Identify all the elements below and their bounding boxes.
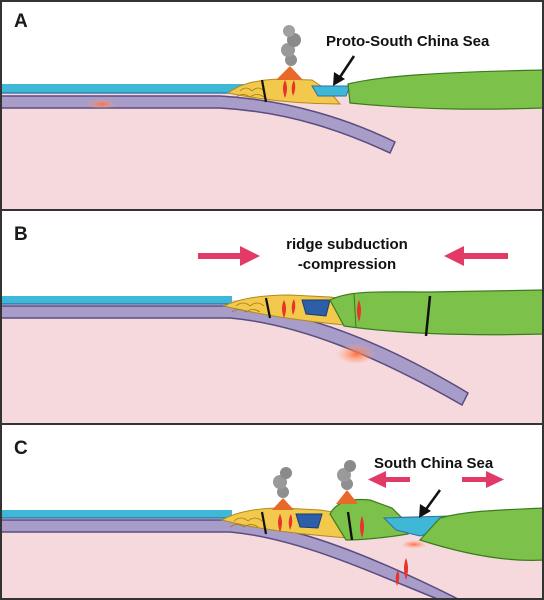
panel-b-continent — [329, 289, 544, 336]
panel-b-annotation-line-1: ridge subduction — [286, 236, 408, 253]
panel-c-basin-fill — [295, 513, 323, 529]
panel-c-fault-1 — [260, 511, 268, 535]
panel-b-fault-1 — [264, 297, 272, 319]
panel-a-annotation: Proto-South China Sea — [326, 33, 490, 50]
panel-a-ocean-water — [0, 84, 245, 93]
panel-a: A Proto-South China Sea — [0, 0, 544, 211]
panel-a-continent — [347, 69, 544, 110]
panel-b: B ridge subduction -compression — [0, 212, 544, 425]
panel-c-volcano-1 — [272, 498, 294, 510]
panel-b-terrane-boundary — [353, 293, 357, 329]
panel-c-label: C — [14, 438, 28, 459]
panel-c: C South China Sea — [0, 426, 544, 600]
panel-a-mid-ocean-ridge — [85, 98, 118, 108]
panel-c-fault-2 — [346, 511, 354, 541]
panel-a-fault — [260, 79, 268, 103]
panel-b-fault-2 — [424, 295, 432, 337]
panel-b-magma-2 — [357, 300, 361, 322]
panel-c-volcanic-plume-2 — [337, 460, 356, 490]
panel-c-magma-1 — [278, 514, 293, 532]
panel-a-pointer-arrow — [333, 55, 356, 86]
panel-c-annotation: South China Sea — [374, 455, 494, 472]
panel-b-ocean-water — [0, 296, 232, 304]
panel-c-magma-3 — [395, 558, 408, 586]
panel-c-spreading-center — [400, 539, 428, 548]
panel-b-subducted-ridge — [336, 341, 376, 363]
panel-a-label: A — [14, 11, 28, 32]
panel-b-label: B — [14, 224, 28, 245]
panel-a-wedge-folds — [235, 87, 265, 98]
panel-a-volcano — [276, 66, 303, 80]
panel-b-annotation-line-2: -compression — [298, 256, 396, 273]
panel-b-basin-fill — [301, 299, 331, 317]
panel-c-magma-2 — [360, 516, 364, 538]
panel-c-volcano-2 — [336, 490, 358, 504]
panel-b-compression-arrow-right — [198, 246, 260, 266]
panel-c-pointer-arrow — [419, 489, 442, 518]
panel-c-wedge-folds — [229, 517, 263, 528]
panel-b-magma — [282, 299, 296, 318]
panel-a-volcanic-plume — [281, 25, 301, 66]
panel-c-volcanic-plume-1 — [273, 467, 292, 498]
panel-b-wedge-folds — [231, 302, 265, 313]
panel-a-proto-scs-basin — [311, 85, 351, 97]
panel-c-ocean-water — [0, 510, 232, 518]
panel-a-magma — [283, 80, 296, 98]
panel-c-extension-arrow-right — [462, 471, 504, 488]
panel-a-subducting-slab — [0, 95, 396, 154]
panel-c-extension-arrow-left — [368, 471, 410, 488]
panel-b-compression-arrow-left — [444, 246, 508, 266]
